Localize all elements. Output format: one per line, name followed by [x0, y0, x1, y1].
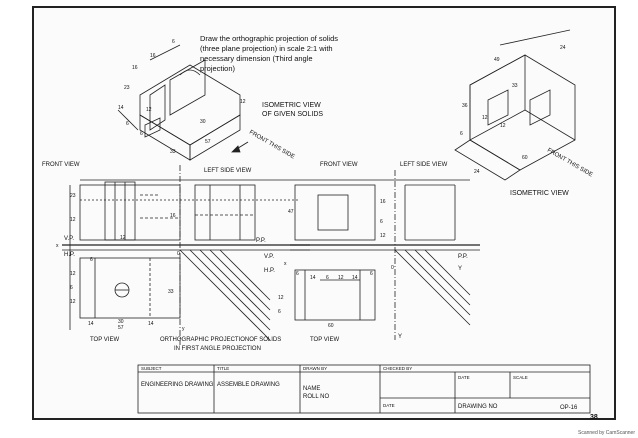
vp-right: V.P. [264, 254, 275, 260]
front-view-right-label: FRONT VIEW [320, 162, 358, 168]
dim-left-12: 33 [168, 289, 174, 295]
dim-iso-right-8: 24 [474, 169, 480, 175]
y-bottom: Y [398, 334, 403, 340]
dim-iso-right-1: 49 [494, 57, 500, 63]
dim-iso-left-8: 30 [200, 119, 206, 125]
dim-right-0: 47 [288, 209, 294, 215]
dim-iso-right-6: 6 [460, 131, 463, 137]
dim-left-0: 23 [70, 193, 76, 199]
dim-iso-left-7: 6 [140, 131, 143, 137]
dim-right-8: 14 [352, 275, 358, 281]
hp-left: H.P. [64, 252, 75, 258]
dim-left-10: 57 [118, 325, 124, 331]
y-right: Y [458, 266, 463, 272]
ortho-title-2: IN FIRST ANGLE PROJECTION [174, 346, 261, 352]
dim-iso-left-2: 16 [132, 65, 138, 71]
tb-date-label-1: DATE [458, 375, 470, 380]
vp-left: V.P. [64, 236, 75, 242]
right-isometric-solid [454, 29, 576, 181]
left-side-view-right-label: LEFT SIDE VIEW [400, 162, 448, 168]
page-number: 38 [590, 414, 598, 421]
front-view-left-outline [79, 184, 181, 241]
iso-caption-2: OF GIVEN SOLIDS [262, 111, 324, 118]
front-view-left-label: FRONT VIEW [42, 162, 80, 168]
dim-iso-left-5: 12 [146, 107, 152, 113]
left-side-view-top-label: LEFT SIDE VIEW [204, 168, 252, 174]
ortho-title-1: ORTHOGRAPHIC PROJECTIONOF SOLIDS [160, 337, 282, 343]
pp-right: P.P. [458, 254, 468, 260]
iso-caption-right: ISOMETRIC VIEW [510, 190, 569, 197]
dim-iso-left-4: 14 [118, 105, 124, 111]
dim-right-7: 12 [338, 275, 344, 281]
dim-iso-left-0: 6 [172, 39, 175, 45]
dim-right-3: 12 [380, 233, 386, 239]
dim-iso-left-1: 16 [150, 53, 156, 59]
tb-scale-label: SCALE [513, 375, 528, 380]
tb-subject-label: SUBJECT [141, 366, 162, 371]
tb-title-label: TITLE [217, 366, 230, 371]
tb-drawn-by-label: DRAWN BY [303, 366, 328, 371]
dim-right-1: 16 [380, 199, 386, 205]
tb-subject-value: ENGINEERING DRAWING [141, 382, 214, 388]
tb-sheet-code: OP-16 [560, 405, 578, 411]
iso-caption-1: ISOMETRIC VIEW [262, 102, 321, 109]
instruction-line-4: projection) [200, 64, 236, 73]
scanner-credit: Scanned by CamScanner [578, 430, 635, 436]
dim-iso-right-4: 12 [482, 115, 488, 121]
hp-right: H.P. [264, 268, 275, 274]
dim-iso-right-7: 60 [522, 155, 528, 161]
y-small: y [182, 326, 185, 332]
dim-right-12: 60 [328, 323, 334, 329]
o-right: 0 [391, 265, 394, 271]
dim-iso-left-9: 57 [205, 139, 211, 145]
top-view-right-label: TOP VIEW [310, 337, 340, 343]
tb-checked-by-label: CHECKED BY [383, 366, 413, 371]
dim-right-2: 6 [380, 219, 383, 225]
dim-iso-left-6: 6 [126, 121, 129, 127]
dim-left-8: 14 [88, 321, 94, 327]
dim-right-4: 6 [296, 271, 299, 277]
tb-drawing-no: DRAWING NO [458, 404, 498, 410]
dim-left-2: 12 [70, 217, 76, 223]
title-block-lines [137, 364, 591, 414]
instructions-text: Draw the orthographic projection of soli… [200, 34, 338, 74]
dim-right-11: 6 [278, 309, 281, 315]
x-right: x [284, 261, 287, 267]
x-left: x [56, 243, 59, 249]
dim-left-7: 12 [70, 299, 76, 305]
dim-right-5: 14 [310, 275, 316, 281]
dim-iso-left-11: 12 [240, 99, 246, 105]
dim-left-11: 14 [148, 321, 154, 327]
top-view-left-label: TOP VIEW [90, 337, 120, 343]
dim-right-10: 12 [278, 295, 284, 301]
o-left: 0 [177, 251, 180, 257]
dim-left-9: 30 [118, 319, 124, 325]
dim-left-6: 6 [70, 285, 73, 291]
tb-roll-no: ROLL NO [303, 394, 330, 400]
dim-iso-right-0: 24 [560, 45, 566, 51]
tb-name: NAME [303, 386, 321, 392]
dim-iso-left-10: 33 [170, 149, 176, 155]
instruction-line-3: necessary dimension (Third angle [200, 54, 313, 63]
instruction-line-2: (three plane projection) in scale 2:1 wi… [200, 44, 333, 53]
left-isometric-solid [117, 44, 241, 161]
dim-left-5: 12 [70, 271, 76, 277]
pp-left: P.P. [256, 238, 266, 244]
drawing-sheet [32, 6, 616, 420]
tb-title-value: ASSEMBLE DRAWING [217, 382, 280, 388]
dim-iso-right-5: 12 [500, 123, 506, 129]
dim-iso-left-3: 23 [124, 85, 130, 91]
tb-date-label-2: DATE [383, 403, 395, 408]
dim-left-4: 6 [90, 257, 93, 263]
dim-right-9: 6 [370, 271, 373, 277]
dim-iso-right-2: 33 [512, 83, 518, 89]
dim-right-6: 6 [326, 275, 329, 281]
instruction-line-1: Draw the orthographic projection of soli… [200, 34, 338, 43]
dim-left-1: 16 [170, 213, 176, 219]
dim-left-3: 12 [120, 235, 126, 241]
dim-iso-right-3: 36 [462, 103, 468, 109]
